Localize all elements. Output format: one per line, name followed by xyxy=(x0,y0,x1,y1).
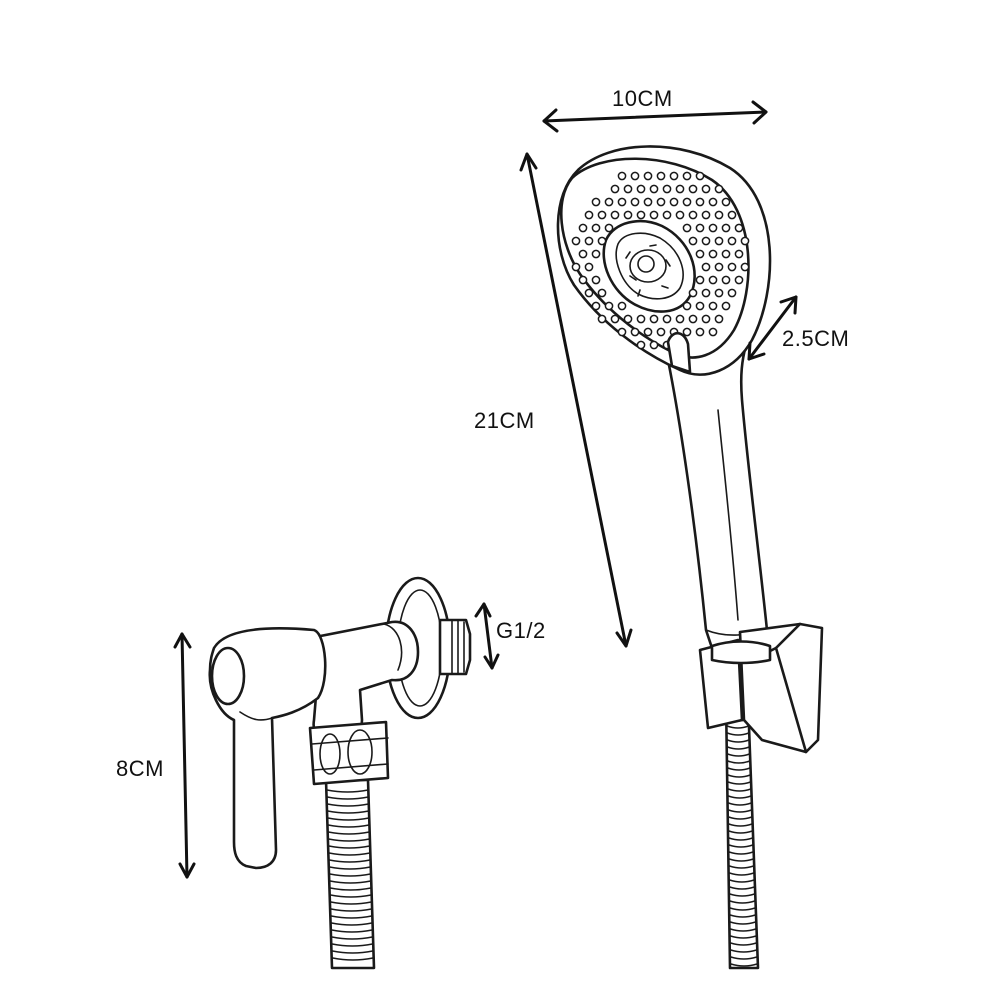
hand-shower xyxy=(556,145,772,652)
wall-bracket xyxy=(698,622,824,754)
arrow-thread-size xyxy=(482,602,494,670)
angle-valve xyxy=(208,576,472,870)
left-hose xyxy=(324,778,376,970)
left-hose-rings xyxy=(326,789,374,961)
threaded-stub xyxy=(438,618,472,676)
arrow-total-length xyxy=(525,152,628,648)
head-width-label: 10CM xyxy=(612,86,673,111)
right-hose xyxy=(724,698,760,970)
hose-nut xyxy=(308,720,390,786)
arrow-handle-thickness xyxy=(747,295,798,361)
dimension-arrows xyxy=(173,100,798,879)
shower-handle xyxy=(666,343,770,652)
thread-size-label: G1/2 xyxy=(496,618,546,643)
handle-thickness-label: 2.5CM xyxy=(782,326,850,351)
spray-selector-tab xyxy=(666,331,692,374)
spray-nozzles xyxy=(571,171,750,350)
valve-height-label: 8CM xyxy=(116,756,164,781)
right-hose-rings xyxy=(726,711,758,967)
arrow-valve-height xyxy=(180,632,189,879)
total-length-label: 21CM xyxy=(474,408,535,433)
arrow-head-width xyxy=(542,110,768,123)
